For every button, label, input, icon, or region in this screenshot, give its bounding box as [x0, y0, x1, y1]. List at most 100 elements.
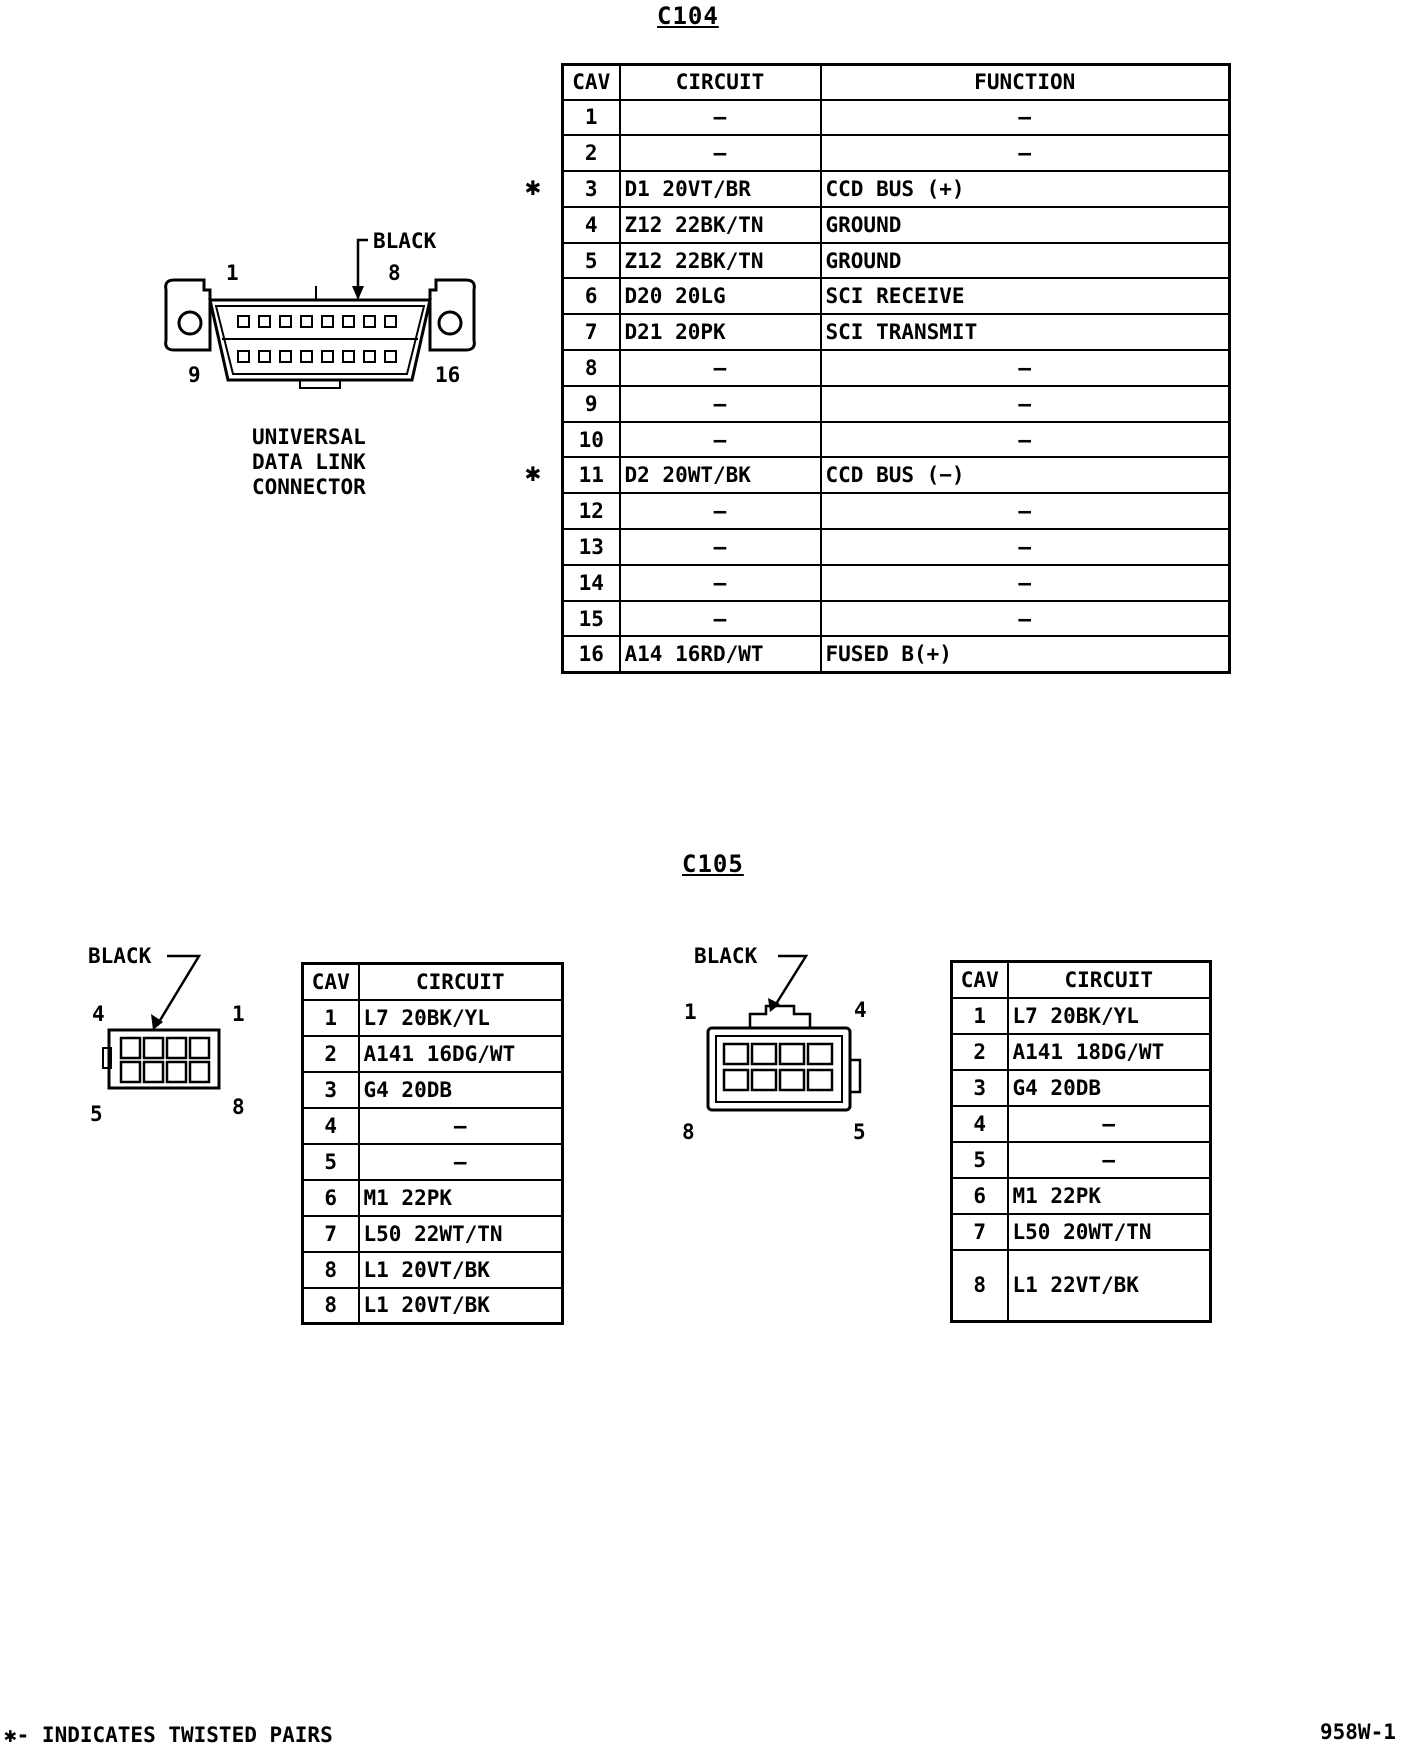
c104-cell-cav: 9 [561, 384, 621, 423]
c105-right-cavity [806, 1068, 834, 1092]
c104-cell-function: CCD BUS (−) [819, 456, 1231, 495]
c105-right-pin-label-8: 8 [682, 1120, 695, 1144]
c104-cell-cav: 1 [561, 98, 621, 137]
c105-left-cell-cav: 4 [301, 1106, 360, 1145]
c104-cell-function: — [819, 384, 1231, 423]
c105-left-cell-circuit: — [357, 1142, 564, 1181]
c104-row: 15—— [561, 599, 1231, 638]
c105-left-cell-cav: 2 [301, 1034, 360, 1073]
c105-right-cavity [750, 1068, 778, 1092]
c105-left-cavity [165, 1060, 188, 1084]
c105-right-color-label: BLACK [694, 944, 758, 968]
c105-right-cell-circuit: L1 22VT/BK [1006, 1248, 1212, 1323]
c104-cell-cav: 8 [561, 349, 621, 387]
c105-right-cell-circuit: G4 20DB [1006, 1068, 1212, 1107]
c104-cell-cav: 2 [561, 134, 621, 173]
c105-left-cell-cav: 8 [301, 1250, 360, 1289]
c105-left-cell-cav: 3 [301, 1070, 360, 1109]
c104-pin-socket [300, 315, 313, 328]
c105-left-cell-cav: 7 [301, 1214, 360, 1253]
c104-cell-cav: 10 [561, 420, 621, 459]
figure-id: 958W-1 [1320, 1720, 1396, 1744]
c105-left-pin-label-1: 1 [232, 1002, 245, 1026]
c104-cell-cav: 11 [561, 456, 621, 495]
c105-right-cavity [806, 1042, 834, 1066]
c105-right-cell-cav: 4 [950, 1104, 1009, 1143]
c105-left-cavity [142, 1036, 165, 1060]
c105-left-color-label: BLACK [88, 944, 152, 968]
c104-pin-label-16: 16 [435, 363, 461, 387]
c105-right-row: 4— [950, 1104, 1212, 1143]
c104-color-label: BLACK [373, 229, 437, 253]
c104-cell-function: — [819, 134, 1231, 173]
c104-cell-cav: 16 [561, 635, 621, 674]
c104-pin-socket [363, 350, 376, 363]
c104-cell-cav: 6 [561, 277, 621, 316]
c105-right-cell-cav: 2 [950, 1032, 1009, 1071]
c104-cell-circuit: — [618, 420, 822, 459]
c105-left-pin-label-4: 4 [92, 1002, 105, 1026]
c105-title: C105 [682, 850, 744, 878]
c104-cell-function: — [819, 528, 1231, 566]
c104-cell-function: SCI TRANSMIT [819, 313, 1231, 352]
c104-pin-socket [300, 350, 313, 363]
c104-connector-label-3: CONNECTOR [252, 475, 366, 499]
c104-cell-function: FUSED B(+) [819, 635, 1231, 674]
c104-pin-socket [342, 315, 355, 328]
c105-left-row: 4— [301, 1106, 564, 1145]
c104-pin-label-9: 9 [188, 363, 201, 387]
c105-right-row: 5— [950, 1140, 1212, 1179]
c104-cell-circuit: — [618, 98, 822, 137]
c104-pin-socket [279, 350, 292, 363]
c104-cell-function: GROUND [819, 205, 1231, 244]
c105-left-cell-cav: 1 [301, 998, 360, 1037]
c104-row: 8—— [561, 349, 1231, 387]
c104-cell-function: GROUND [819, 241, 1231, 280]
c105-left-cavity [188, 1060, 211, 1084]
c105-right-cell-cav: 7 [950, 1212, 1009, 1251]
c104-pin-socket [321, 350, 334, 363]
c104-cell-function: CCD BUS (+) [819, 170, 1231, 208]
c105-left-cavity [188, 1036, 211, 1060]
c104-pin-socket [384, 350, 397, 363]
c105-left-row: 5— [301, 1142, 564, 1181]
c105-left-cell-circuit: L1 20VT/BK [357, 1250, 564, 1289]
c105-right-cell-cav: 6 [950, 1176, 1009, 1215]
c105-left-cell-circuit: — [357, 1106, 564, 1145]
c104-cell-circuit: D20 20LG [618, 277, 822, 316]
c104-cell-function: — [819, 98, 1231, 137]
c104-connector-label-2: DATA LINK [252, 450, 366, 474]
twisted-pair-marker: ✱ [525, 458, 541, 488]
c104-title: C104 [657, 2, 719, 30]
c104-connector-drawing [164, 238, 476, 389]
c105-right-cavity [778, 1068, 806, 1092]
c104-cell-circuit: D21 20PK [618, 313, 822, 352]
c104-row: 2—— [561, 134, 1231, 173]
c104-cell-cav: 5 [561, 241, 621, 280]
c105-right-cell-cav: 5 [950, 1140, 1009, 1179]
c104-cell-circuit: — [618, 599, 822, 638]
c104-cell-circuit: Z12 22BK/TN [618, 241, 822, 280]
c104-cell-circuit: — [618, 134, 822, 173]
c105-left-cell-cav: 8 [301, 1286, 360, 1325]
c104-cell-cav: 3 [561, 170, 621, 208]
c105-left-pin-label-8: 8 [232, 1095, 245, 1119]
c104-cell-circuit: Z12 22BK/TN [618, 205, 822, 244]
c105-right-cavity [750, 1042, 778, 1066]
c105-right-cavity [778, 1042, 806, 1066]
c105-left-cell-circuit: L50 22WT/TN [357, 1214, 564, 1253]
c104-cell-cav: 14 [561, 563, 621, 602]
c104-header-cav: CAV [561, 63, 621, 101]
